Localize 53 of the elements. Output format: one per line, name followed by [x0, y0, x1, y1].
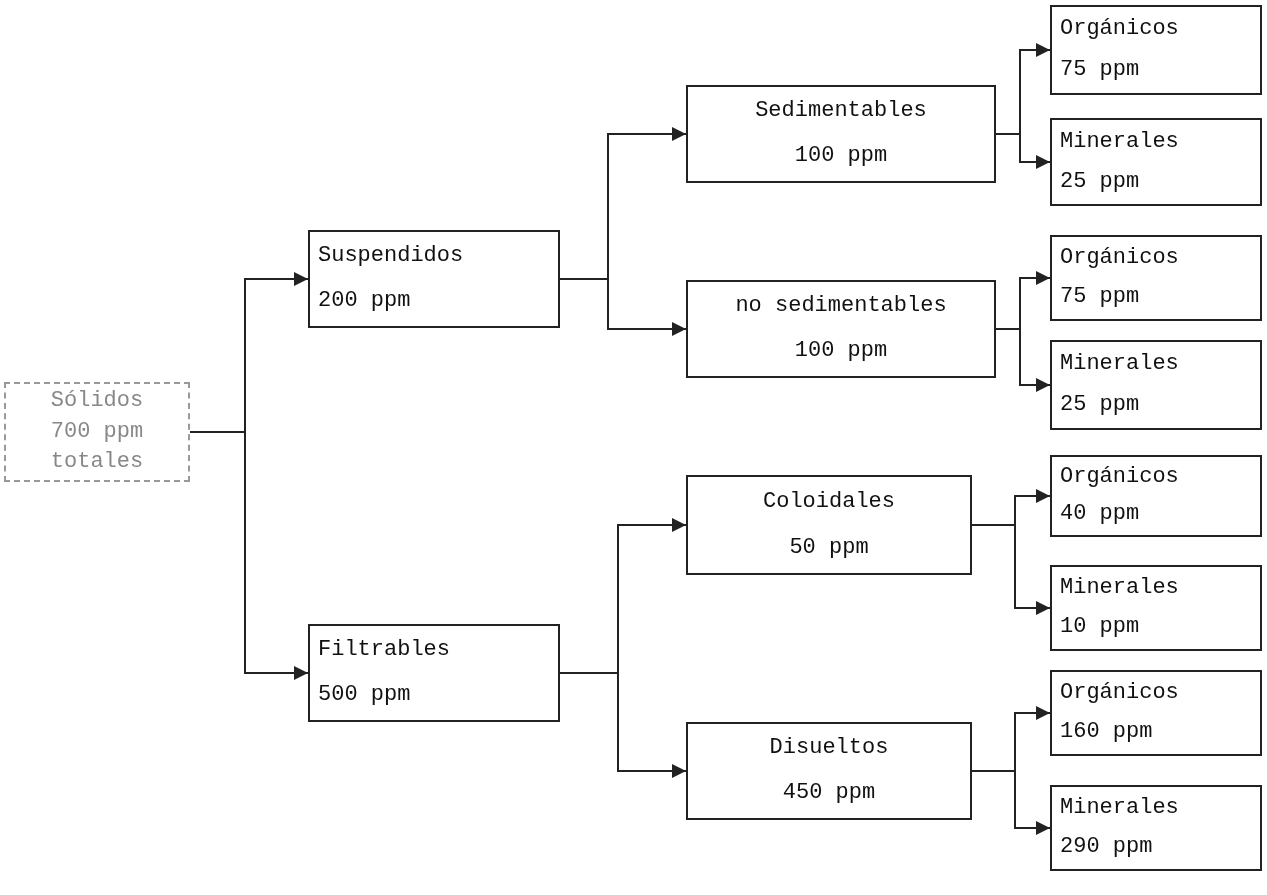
box-text: 700 ppm [50, 418, 144, 446]
box-text: 500 ppm [318, 682, 412, 709]
box-text: Coloidales [763, 488, 895, 516]
box-text: 10 ppm [1060, 614, 1141, 641]
category-box [308, 624, 560, 722]
category-box [308, 230, 560, 328]
box-text: no sedimentables [735, 293, 947, 320]
box-text: 40 ppm [1060, 501, 1141, 528]
box-text: Minerales [1060, 128, 1180, 156]
box-text: Orgánicos [1060, 680, 1180, 707]
box-text: 50 ppm [789, 534, 869, 562]
category-box [4, 382, 190, 482]
category-box [1050, 340, 1262, 430]
box-text: 100 ppm [794, 338, 888, 365]
category-box [1050, 565, 1262, 651]
category-box [686, 475, 972, 575]
box-text: 450 ppm [782, 780, 876, 807]
connector-arrow [971, 524, 1051, 615]
box-text: Orgánicos [1060, 16, 1180, 43]
box-text: Orgánicos [1060, 464, 1180, 491]
category-box [1050, 670, 1262, 756]
category-box [686, 85, 996, 183]
connector-arrow [559, 278, 687, 336]
box-text: Sólidos [50, 388, 144, 415]
category-box [1050, 5, 1262, 95]
box-text: Suspendidos [318, 243, 465, 270]
connector-arrow [995, 328, 1051, 392]
category-box [686, 280, 996, 378]
box-text: totales [50, 449, 144, 476]
category-box [1050, 785, 1262, 871]
box-text: 290 ppm [1060, 834, 1154, 861]
category-box [686, 722, 972, 820]
box-text: Sedimentables [755, 98, 927, 125]
box-text: 75 ppm [1060, 284, 1141, 311]
box-text: Filtrables [318, 637, 452, 664]
box-text: 25 ppm [1060, 168, 1141, 196]
box-text: 100 ppm [794, 143, 888, 170]
box-text: 160 ppm [1060, 719, 1154, 746]
box-text: 25 ppm [1060, 392, 1141, 419]
box-text: Minerales [1060, 351, 1180, 378]
connector-arrow [971, 770, 1051, 835]
connector-arrow [189, 431, 309, 680]
box-text: 200 ppm [318, 288, 412, 315]
box-text: 75 ppm [1060, 57, 1141, 84]
box-text: Orgánicos [1060, 245, 1180, 272]
category-box [1050, 235, 1262, 321]
connector-arrow [559, 672, 687, 778]
category-box [1050, 118, 1262, 206]
box-text: Minerales [1060, 575, 1180, 602]
category-box [1050, 455, 1262, 537]
box-text: Disueltos [769, 735, 889, 762]
box-text: Minerales [1060, 795, 1180, 822]
connector-arrow [995, 133, 1051, 169]
